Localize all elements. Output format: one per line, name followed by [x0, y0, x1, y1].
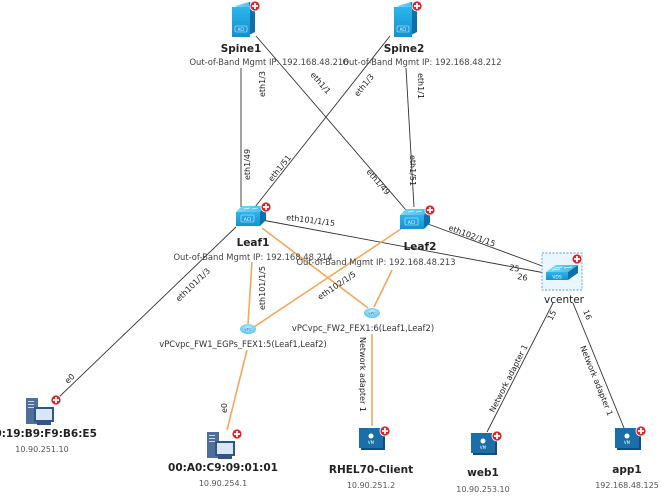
mgmt-ip-label: Out-of-Band Mgmt IP: 192.168.48.212: [342, 57, 501, 67]
aci-leaf-icon: ACI: [236, 206, 266, 226]
edge-label: 26: [517, 272, 529, 283]
expand-badge-icon[interactable]: [491, 430, 503, 442]
node-spine2[interactable]: ACI: [394, 0, 423, 37]
expand-badge-icon[interactable]: [424, 204, 436, 216]
edge-label: Network adapter 1: [488, 343, 530, 414]
edge-label: eth1/49: [243, 149, 252, 180]
vpc-bubble-icon: [240, 324, 256, 334]
expand-badge-icon[interactable]: [635, 425, 647, 437]
svg-text:VM: VM: [480, 445, 487, 450]
svg-text:VM: VM: [368, 440, 375, 445]
vpc-link-leaf1-vpc2[interactable]: [261, 227, 369, 309]
svg-text:VM: VM: [624, 440, 631, 445]
expand-badge-icon[interactable]: [50, 394, 62, 406]
svg-text:ACI: ACI: [244, 217, 251, 223]
node-leaf2[interactable]: ACI: [400, 204, 436, 229]
edge-label: Network adapter 1: [358, 337, 367, 412]
ip-label: 10.90.251.2: [347, 481, 395, 490]
mgmt-ip-label: Out-of-Band Mgmt IP: 192.168.48.216: [189, 57, 348, 67]
node-label: 00:A0:C9:09:01:01: [168, 462, 278, 474]
edge-label: eth1/49: [364, 167, 391, 196]
edge-label: eth101/1/3: [174, 266, 212, 303]
server-workstation-icon: [26, 398, 54, 425]
edge-label: e0: [63, 372, 76, 385]
link-leaf1-host1[interactable]: [57, 226, 237, 399]
vpc-bubble-icon: [364, 308, 380, 318]
edge-label: 16: [581, 308, 593, 321]
edge-label: e0: [220, 403, 229, 413]
link-spine2-leaf2[interactable]: [405, 67, 415, 208]
edge-label: eth1/51: [408, 155, 417, 186]
expand-badge-icon[interactable]: [411, 0, 423, 12]
expand-badge-icon[interactable]: [379, 425, 391, 437]
vm-monitor-icon: VM: [615, 428, 641, 450]
node-rhel[interactable]: VM: [359, 425, 391, 450]
server-workstation-icon: [207, 432, 235, 459]
node-vpc1[interactable]: vPC: [240, 324, 256, 334]
edge-label: eth1/3: [258, 71, 267, 97]
node-leaf1[interactable]: ACI: [236, 201, 272, 226]
edge-label: 25: [509, 263, 521, 274]
edge-label: eth1/3: [353, 72, 376, 98]
link-leaf1-vcenter[interactable]: [261, 219, 546, 274]
link-vcenter-app1[interactable]: [572, 302, 625, 429]
node-label: Spine2: [384, 43, 425, 55]
vm-monitor-icon: VM: [471, 433, 497, 455]
mgmt-ip-label: Out-of-Band Mgmt IP: 192.168.48.214: [173, 252, 332, 262]
link-spine1-leaf2[interactable]: [255, 35, 407, 211]
vpc-link-leaf1-vpc1[interactable]: [247, 261, 253, 325]
vds-switch-icon: VDS: [546, 265, 578, 281]
expand-badge-icon[interactable]: [231, 428, 243, 440]
edge-label: eth1/1: [416, 73, 425, 99]
node-label: Leaf2: [404, 241, 437, 253]
node-host2[interactable]: [207, 428, 243, 459]
edge-label: 15: [546, 309, 559, 322]
ip-label: 10.90.254.1: [199, 479, 247, 488]
edge-label: eth1/1: [308, 70, 332, 96]
svg-text:ACI: ACI: [408, 220, 415, 226]
edge-label: eth101/1/5: [258, 266, 267, 310]
expand-badge-icon[interactable]: [260, 201, 272, 213]
svg-text:vPC: vPC: [244, 327, 252, 332]
node-host1[interactable]: [26, 394, 62, 425]
edge-label: eth102/1/15: [447, 223, 496, 248]
node-label: Leaf1: [237, 237, 270, 249]
svg-text:vPC: vPC: [368, 311, 376, 316]
ip-label: 10.90.253.10: [456, 485, 509, 494]
svg-text:ACI: ACI: [400, 27, 407, 32]
node-app1[interactable]: VM: [615, 425, 647, 450]
node-label: Spine1: [221, 43, 262, 55]
expand-badge-icon[interactable]: [249, 0, 261, 12]
node-label: web1: [467, 467, 499, 479]
vpc-link-leaf2-vpc2[interactable]: [373, 269, 393, 308]
svg-text:VDS: VDS: [552, 275, 562, 281]
vm-monitor-icon: VM: [359, 428, 385, 450]
mgmt-ip-label: Out-of-Band Mgmt IP: 192.168.48.213: [296, 257, 455, 267]
vpc-label: vPCvpc_FW1_EGPs_FEX1:5(Leaf1,Leaf2): [159, 339, 326, 349]
edge-labels: eth1/3 eth1/49 eth1/1 eth1/49 eth1/3 eth…: [63, 70, 614, 417]
svg-text:ACI: ACI: [238, 27, 245, 32]
node-vpc2[interactable]: vPC: [364, 308, 380, 318]
link-vcenter-web1[interactable]: [486, 302, 554, 433]
edge-label: Network adapter 1: [578, 344, 614, 417]
vpc-label: vPCvpc_FW2_FEX1:6(Leaf1,Leaf2): [292, 323, 434, 333]
link-spine2-leaf1[interactable]: [254, 35, 391, 208]
node-label: 00:19:B9:F9:B6:E5: [0, 428, 97, 440]
node-vcenter[interactable]: VDS: [541, 252, 583, 291]
expand-badge-icon[interactable]: [571, 253, 583, 265]
ip-label: 192.168.48.125: [595, 481, 659, 490]
edge-label: eth1/51: [267, 153, 294, 183]
node-label: vcenter: [544, 294, 585, 306]
node-spine1[interactable]: ACI: [232, 0, 261, 37]
node-web1[interactable]: VM: [471, 430, 503, 455]
link-leaf2-vcenter[interactable]: [427, 223, 546, 268]
ip-label: 10.90.251.10: [15, 445, 68, 454]
vpc-link-vpc1-host2[interactable]: [226, 349, 248, 431]
edges: [57, 35, 625, 433]
node-label: RHEL70-Client: [329, 464, 413, 476]
node-label: app1: [612, 464, 641, 476]
